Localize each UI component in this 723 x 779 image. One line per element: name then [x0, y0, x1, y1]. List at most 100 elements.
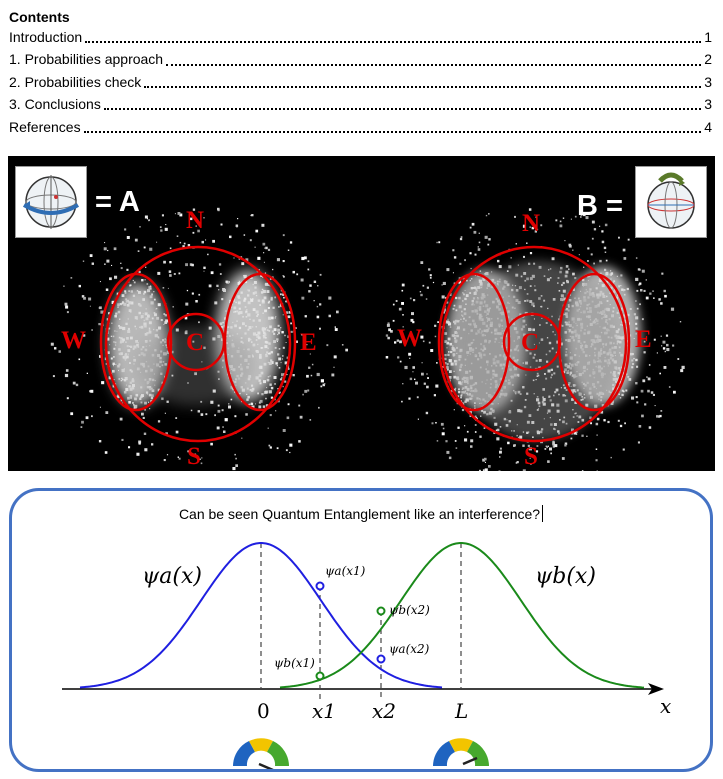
speckle — [138, 442, 141, 445]
speckle — [78, 358, 81, 361]
speckle — [507, 441, 510, 445]
speckle — [299, 415, 303, 419]
toc-entry-introduction[interactable]: Introduction 1 — [9, 26, 712, 48]
speckle — [89, 305, 91, 307]
speckle — [603, 246, 607, 250]
speckle — [653, 338, 656, 341]
tick-zero-label: 0 — [257, 699, 270, 723]
left-south-label: S — [187, 443, 201, 470]
speckle — [617, 419, 620, 422]
speckle — [581, 470, 584, 471]
speckle — [470, 439, 474, 443]
speckle — [282, 355, 284, 357]
speckle — [258, 405, 262, 409]
speckle — [156, 241, 158, 243]
speckle — [663, 289, 666, 293]
speckle — [404, 365, 408, 370]
psi-a-x2-label: ψa(x2) — [389, 642, 430, 656]
speckle — [392, 303, 395, 306]
speckle — [303, 256, 307, 260]
speckle — [547, 460, 550, 463]
speckle — [440, 422, 444, 426]
speckle — [134, 404, 138, 408]
speckle — [52, 375, 55, 378]
toc-entry-probabilities-approach[interactable]: 1. Probabilities approach 2 — [9, 48, 712, 70]
speckle — [446, 450, 450, 454]
speckle — [281, 377, 283, 379]
speckle — [460, 396, 462, 399]
speckle — [457, 426, 460, 429]
speckle — [273, 376, 277, 379]
speckle — [114, 275, 118, 279]
speckle — [98, 323, 101, 326]
speckle — [498, 265, 502, 269]
speckle — [104, 451, 108, 454]
speckle — [607, 420, 610, 424]
speckle — [289, 451, 291, 454]
speckle — [194, 453, 197, 456]
speckle — [417, 418, 419, 420]
speckle — [604, 251, 607, 253]
speckle — [535, 216, 538, 218]
speckle — [627, 238, 630, 241]
speckle — [78, 284, 81, 288]
right-center-label: C — [521, 329, 540, 356]
psi-b-x1-label: ψb(x1) — [274, 656, 315, 670]
speckle — [234, 415, 237, 418]
speckle — [648, 426, 652, 429]
speckle — [103, 247, 107, 251]
speckle — [568, 243, 572, 247]
speckle — [596, 417, 600, 421]
speckle — [469, 415, 472, 417]
speckle — [575, 433, 578, 435]
speckle — [54, 347, 57, 350]
speckle — [195, 225, 197, 227]
speckle — [250, 214, 252, 217]
speckle — [91, 262, 94, 265]
speckle — [388, 328, 391, 332]
speckle — [421, 372, 424, 376]
speckle — [428, 268, 431, 271]
speckle — [547, 445, 549, 447]
toc-entry-conclusions[interactable]: 3. Conclusions 3 — [9, 93, 712, 115]
toc-entry-references[interactable]: References 4 — [9, 116, 712, 138]
speckle — [265, 246, 268, 250]
speckle — [454, 387, 457, 389]
speckle — [166, 454, 169, 456]
speckle — [336, 310, 339, 314]
speckle — [412, 366, 415, 369]
toc-leader-dots — [85, 41, 702, 44]
speckle — [479, 469, 481, 471]
speckle — [177, 456, 179, 458]
speckle — [523, 255, 525, 258]
speckle — [250, 402, 253, 405]
speckle — [80, 426, 83, 428]
speckle — [499, 456, 501, 458]
speckle — [159, 226, 162, 228]
right-pattern-glow — [446, 261, 641, 441]
speckle — [197, 410, 200, 413]
speckle — [422, 284, 425, 287]
speckle — [534, 230, 537, 233]
speckle — [454, 440, 457, 442]
speckle — [175, 417, 178, 419]
speckle — [148, 219, 150, 221]
speckle — [157, 271, 161, 275]
speckle — [91, 329, 93, 331]
label-b-equals: B = — [577, 190, 623, 222]
speckle — [446, 301, 449, 304]
speckle — [552, 442, 555, 446]
speckle — [301, 333, 303, 336]
speckle — [283, 275, 285, 278]
speckle — [452, 272, 454, 274]
speckle — [285, 300, 287, 303]
toc-entry-probabilities-check[interactable]: 2. Probabilities check 3 — [9, 71, 712, 93]
speckle — [532, 222, 534, 225]
psi-b-x2-label: ψb(x2) — [389, 603, 430, 617]
speckle — [311, 363, 314, 366]
speckle — [262, 405, 266, 408]
speckle — [149, 285, 152, 287]
speckle — [660, 410, 663, 412]
speckle — [232, 467, 236, 471]
speckle — [165, 319, 169, 323]
